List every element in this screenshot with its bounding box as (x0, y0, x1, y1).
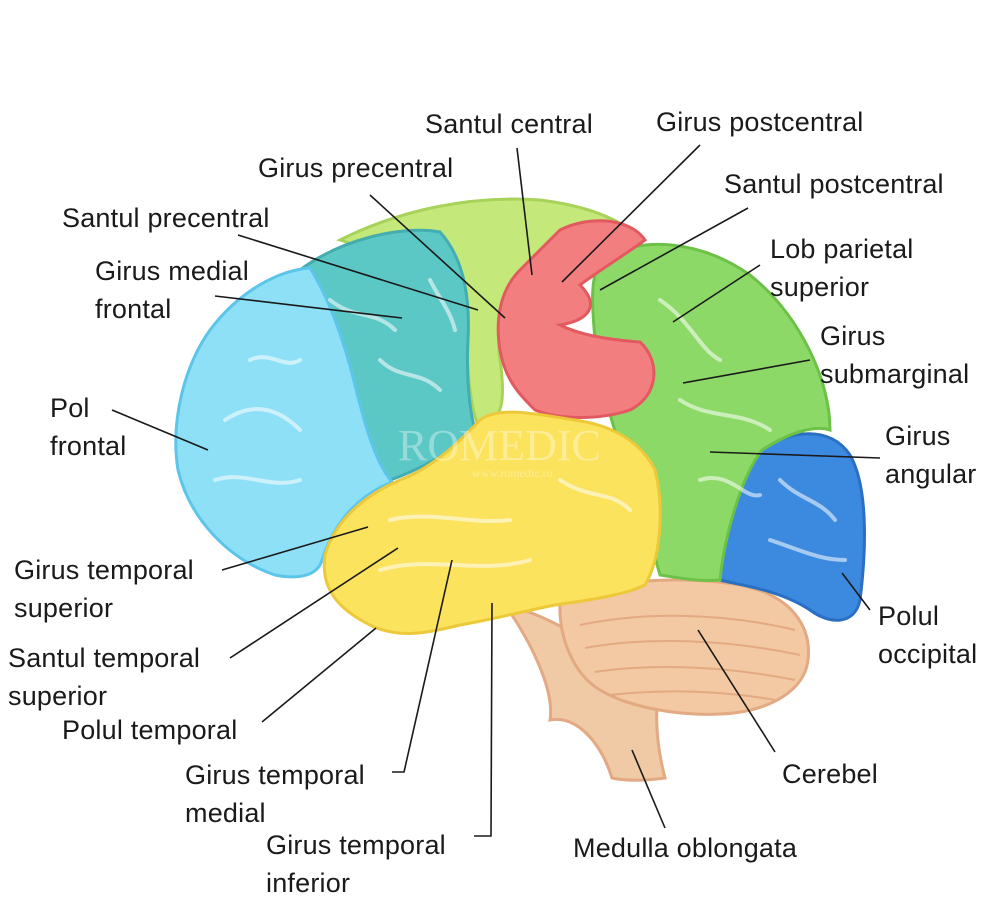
label-santul-central: Santul central (425, 109, 593, 139)
gyri-details (213, 278, 847, 572)
leader-polul-occipital (841, 572, 871, 611)
label-polul-occipital: Polul occipital (878, 601, 978, 669)
cerebellum-folia (579, 614, 801, 701)
label-cerebel: Cerebel (782, 759, 878, 789)
leader-pol-frontal (111, 409, 209, 451)
label-santul-temporal-superior: Santul temporal superior (8, 643, 201, 711)
leader-girus-temporal-medial (392, 559, 453, 773)
label-polul-temporal: Polul temporal (62, 715, 238, 745)
leader-girus-submarginal (682, 359, 811, 384)
label-girus-postcentral: Girus postcentral (656, 107, 864, 137)
label-girus-medial-frontal: Girus medial frontal (95, 256, 249, 324)
leader-medulla (631, 749, 666, 829)
label-girus-temporal-superior: Girus temporal superior (14, 555, 194, 623)
leader-santul-central (516, 147, 533, 276)
leader-girus-medial-frontal (214, 295, 403, 319)
motor-strip-shape (496, 219, 656, 419)
leader-cerebel (697, 629, 776, 753)
leader-girus-temporal-inferior (474, 602, 493, 837)
leader-santul-postcentral (599, 207, 749, 291)
label-girus-temporal-medial: Girus temporal medial (185, 760, 365, 828)
leader-girus-angular (709, 451, 881, 459)
leader-polul-temporal (261, 627, 377, 723)
leader-girus-precentral (369, 194, 506, 319)
label-medulla-oblongata: Medulla oblongata (573, 833, 798, 863)
label-girus-angular: Girus angular (885, 421, 977, 489)
label-santul-postcentral: Santul postcentral (724, 169, 944, 199)
leader-girus-postcentral (561, 144, 701, 283)
label-santul-precentral: Santul precentral (62, 203, 270, 233)
leader-girus-temporal-superior (221, 526, 369, 571)
leader-santul-temporal-superior (229, 547, 399, 659)
frontal-pole-shape (174, 266, 395, 579)
label-girus-submarginal: Girus submarginal (820, 321, 970, 389)
leader-santul-precentral (237, 234, 479, 311)
label-girus-precentral: Girus precentral (258, 153, 454, 183)
label-girus-temporal-inferior: Girus temporal inferior (266, 830, 446, 898)
label-lob-parietal-superior: Lob parietal superior (770, 234, 914, 302)
label-pol-frontal: Pol frontal (50, 393, 127, 461)
leader-lob-parietal (672, 264, 761, 323)
leader-lines (111, 144, 881, 837)
